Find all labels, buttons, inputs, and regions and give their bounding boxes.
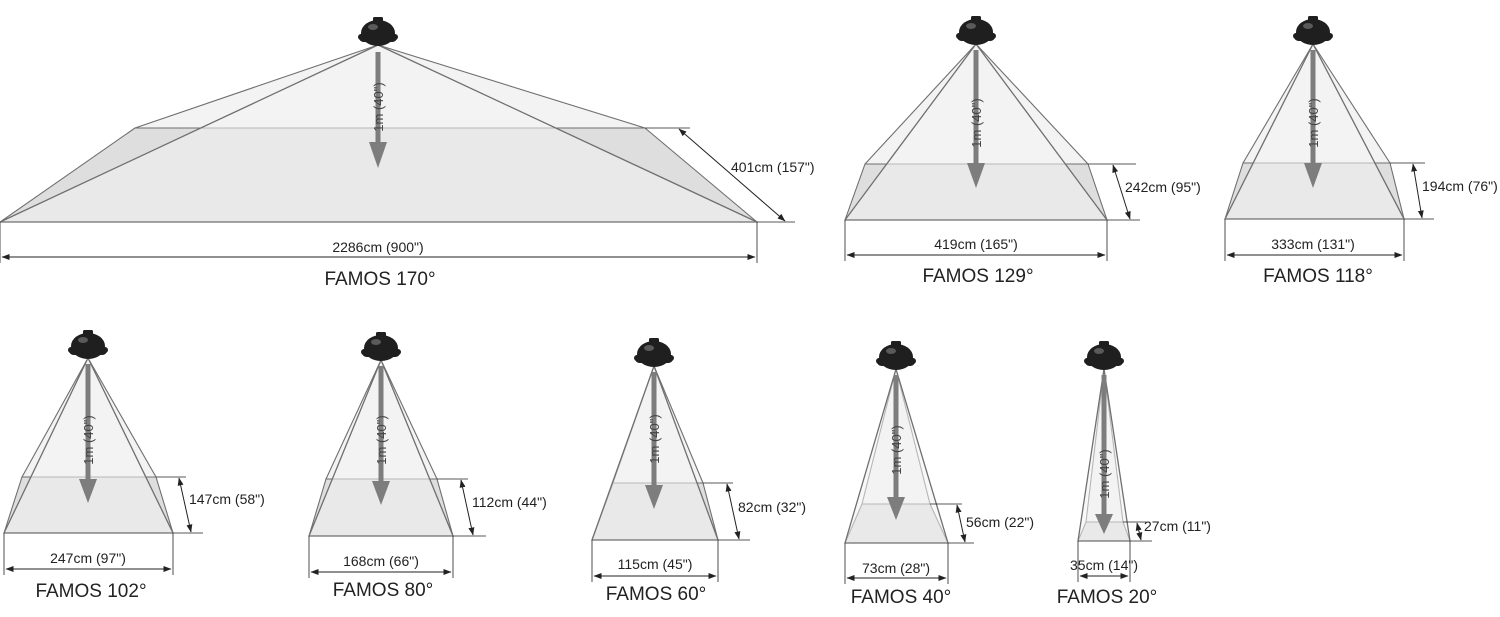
down-arrow-icon	[85, 364, 91, 479]
depth-label-famos-170: 401cm (157")	[731, 159, 815, 175]
drop-arrow-famos-80: 1m (40")	[372, 366, 390, 505]
depth-dimension-famos-102: 147cm (58")	[156, 476, 265, 534]
pendant-lamp-icon	[634, 338, 674, 367]
width-label-famos-20: 35cm (14")	[1070, 557, 1138, 573]
diagram-famos-170: 1m (40") 2286cm (900") 401cm (157") FAMO…	[0, 17, 815, 290]
width-dimension-famos-60: 115cm (45")	[591, 540, 719, 582]
model-name-famos-118: FAMOS 118°	[1263, 266, 1373, 287]
pendant-lamp-icon	[876, 341, 916, 370]
depth-dimension-famos-20: 27cm (11")	[1123, 518, 1211, 542]
width-label-famos-129: 419cm (165")	[934, 236, 1018, 252]
model-name-famos-102: FAMOS 102°	[35, 581, 146, 602]
down-arrow-head	[645, 485, 663, 509]
depth-label-famos-20: 27cm (11")	[1144, 518, 1211, 534]
model-name-famos-170: FAMOS 170°	[324, 269, 435, 290]
diagram-famos-20: 1m (40") 35cm (14") 27cm (11") FAMOS 20°	[1057, 341, 1211, 608]
drop-label-famos-129: 1m (40")	[969, 98, 984, 147]
drop-arrow-famos-40: 1m (40")	[887, 375, 905, 520]
width-label-famos-118: 333cm (131")	[1271, 236, 1355, 252]
depth-label-famos-60: 82cm (32")	[738, 499, 806, 515]
down-arrow-icon	[973, 50, 979, 163]
diagram-famos-102: 1m (40") 247cm (97") 147cm (58") FAMOS 1…	[3, 330, 265, 602]
double-arrow-icon	[678, 128, 786, 222]
depth-dimension-famos-40: 56cm (22")	[930, 503, 1034, 544]
drop-label-famos-170: 1m (40")	[371, 82, 386, 131]
pendant-lamp-icon	[956, 16, 996, 45]
double-arrow-icon	[955, 504, 967, 543]
width-dimension-famos-20: 35cm (14")	[1070, 541, 1138, 582]
width-label-famos-60: 115cm (45")	[618, 556, 693, 572]
depth-label-famos-80: 112cm (44")	[472, 494, 547, 510]
width-label-famos-80: 168cm (66")	[343, 553, 419, 569]
depth-label-famos-102: 147cm (58")	[189, 491, 265, 507]
drop-arrow-famos-60: 1m (40")	[645, 372, 663, 509]
diagram-famos-40: 1m (40") 73cm (28") 56cm (22") FAMOS 40°	[844, 341, 1034, 608]
drop-arrow-famos-129: 1m (40")	[967, 50, 985, 188]
drop-label-famos-40: 1m (40")	[889, 425, 904, 474]
drop-arrow-famos-170: 1m (40")	[369, 52, 387, 168]
drop-label-famos-102: 1m (40")	[81, 415, 96, 464]
width-dimension-famos-118: 333cm (131")	[1224, 219, 1405, 261]
depth-dimension-famos-129: 242cm (95")	[1088, 163, 1201, 221]
drop-label-famos-60: 1m (40")	[647, 414, 662, 463]
down-arrow-head	[79, 479, 97, 503]
double-arrow-icon	[177, 477, 193, 533]
model-name-famos-20: FAMOS 20°	[1057, 587, 1158, 608]
drop-arrow-famos-118: 1m (40")	[1304, 50, 1322, 188]
width-dimension-famos-170: 2286cm (900")	[0, 222, 758, 263]
drop-label-famos-80: 1m (40")	[374, 415, 389, 464]
diagram-famos-129: 1m (40") 419cm (165") 242cm (95") FAMOS …	[844, 16, 1201, 287]
width-label-famos-40: 73cm (28")	[862, 560, 930, 576]
down-arrow-head	[372, 481, 390, 505]
pendant-lamp-icon	[358, 17, 398, 46]
depth-dimension-famos-118: 194cm (76")	[1390, 162, 1498, 220]
width-dimension-famos-40: 73cm (28")	[844, 543, 949, 584]
depth-label-famos-118: 194cm (76")	[1422, 178, 1498, 194]
width-dimension-famos-129: 419cm (165")	[844, 220, 1108, 261]
down-arrow-head	[369, 142, 387, 168]
double-arrow-icon	[1135, 522, 1143, 541]
pendant-lamp-icon	[1084, 341, 1124, 370]
diagram-famos-60: 1m (40") 115cm (45") 82cm (32") FAMOS 60…	[591, 338, 806, 605]
diagram-famos-118: 1m (40") 333cm (131") 194cm (76") FAMOS …	[1224, 16, 1498, 287]
model-name-famos-80: FAMOS 80°	[333, 580, 434, 601]
double-arrow-icon	[1112, 164, 1131, 220]
down-arrow-icon	[1101, 375, 1107, 515]
drop-arrow-famos-20: 1m (40")	[1095, 375, 1113, 534]
pendant-lamp-icon	[361, 332, 401, 361]
down-arrow-head	[1304, 163, 1322, 188]
depth-label-famos-40: 56cm (22")	[966, 514, 1034, 530]
model-name-famos-40: FAMOS 40°	[851, 587, 952, 608]
depth-label-famos-129: 242cm (95")	[1125, 179, 1201, 195]
double-arrow-icon	[725, 483, 741, 540]
down-arrow-head	[887, 497, 905, 520]
double-arrow-icon	[459, 479, 475, 536]
drop-label-famos-118: 1m (40")	[1306, 98, 1321, 147]
down-arrow-icon	[378, 366, 384, 481]
depth-dimension-famos-60: 82cm (32")	[703, 482, 806, 541]
down-arrow-head	[1095, 514, 1113, 534]
depth-dimension-famos-80: 112cm (44")	[437, 478, 547, 537]
model-name-famos-129: FAMOS 129°	[922, 266, 1033, 287]
down-arrow-icon	[375, 52, 381, 142]
depth-dimension-famos-170: 401cm (157")	[645, 127, 815, 223]
down-arrow-icon	[893, 375, 899, 497]
width-dimension-famos-102: 247cm (97")	[3, 533, 174, 575]
pendant-lamp-icon	[68, 330, 108, 359]
pendant-lamp-icon	[1293, 16, 1333, 45]
drop-arrow-famos-102: 1m (40")	[79, 364, 97, 503]
width-label-famos-170: 2286cm (900")	[332, 239, 423, 255]
down-arrow-icon	[1310, 50, 1316, 163]
down-arrow-head	[967, 163, 985, 188]
double-arrow-icon	[1411, 163, 1424, 219]
down-arrow-icon	[651, 372, 657, 485]
width-dimension-famos-80: 168cm (66")	[308, 536, 454, 578]
model-name-famos-60: FAMOS 60°	[606, 584, 707, 605]
width-label-famos-102: 247cm (97")	[50, 550, 126, 566]
diagram-famos-80: 1m (40") 168cm (66") 112cm (44") FAMOS 8…	[308, 332, 547, 601]
drop-label-famos-20: 1m (40")	[1097, 449, 1112, 498]
